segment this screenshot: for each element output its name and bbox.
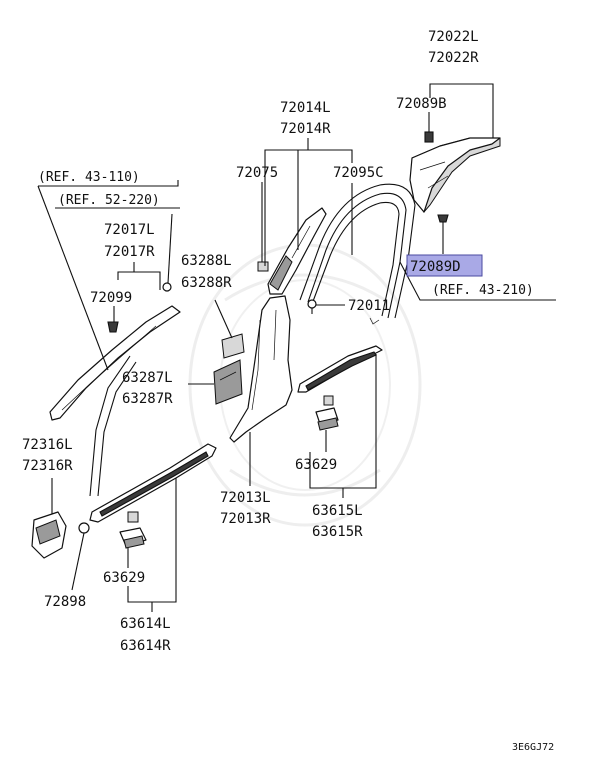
label-72898: 72898 bbox=[44, 594, 86, 610]
label-ref-52-220: (REF. 52-220) bbox=[58, 193, 160, 208]
part-63629-clip-front bbox=[119, 511, 147, 549]
label-63629-rear: 63629 bbox=[295, 457, 337, 473]
label-72017l: 72017L bbox=[104, 222, 155, 238]
label-72022r: 72022R bbox=[428, 50, 479, 66]
part-63614-scuff-plate bbox=[89, 443, 217, 523]
label-72316l: 72316L bbox=[22, 437, 73, 453]
part-63287-trim bbox=[213, 359, 243, 405]
part-72099-clip bbox=[107, 321, 119, 333]
part-63629-clip-rear bbox=[315, 395, 339, 431]
part-72316-cowl-trim bbox=[31, 511, 67, 559]
label-72089d: 72089D bbox=[410, 259, 461, 275]
part-72022-quarter-trim bbox=[409, 137, 501, 214]
part-63288-trim bbox=[221, 333, 245, 359]
part-63615-scuff-plate bbox=[297, 345, 383, 393]
label-72089b: 72089B bbox=[396, 96, 447, 112]
part-72017-clip bbox=[162, 282, 172, 292]
label-63287r: 63287R bbox=[122, 391, 173, 407]
catalog-code: 3E6GJ72 bbox=[512, 742, 554, 753]
part-72089d-clip bbox=[437, 214, 449, 232]
part-72898-fastener bbox=[78, 522, 90, 534]
part-72089b-clip bbox=[424, 124, 434, 143]
highlight-72089d bbox=[406, 254, 483, 277]
part-72013-pillar-lower bbox=[229, 295, 293, 443]
label-72075: 72075 bbox=[236, 165, 278, 181]
part-72095c-weatherstrip bbox=[299, 183, 416, 325]
label-63615l: 63615L bbox=[312, 503, 363, 519]
part-72017-front-pillar-trim bbox=[49, 305, 181, 421]
label-72014r: 72014R bbox=[280, 121, 331, 137]
leader-lines bbox=[37, 83, 556, 612]
label-63614l: 63614L bbox=[120, 616, 171, 632]
label-72022l: 72022L bbox=[428, 29, 479, 45]
label-72316r: 72316R bbox=[22, 458, 73, 474]
label-63288l: 63288L bbox=[181, 253, 232, 269]
callout-labels: 72022L 72022R 72089B 72014L 72014R 72075… bbox=[22, 29, 554, 753]
label-ref-43-210: (REF. 43-210) bbox=[432, 283, 534, 298]
label-72014l: 72014L bbox=[280, 100, 331, 116]
label-72013r: 72013R bbox=[220, 511, 271, 527]
label-63287l: 63287L bbox=[122, 370, 173, 386]
part-72014-pillar-upper bbox=[267, 207, 327, 295]
part-front-weatherstrip bbox=[89, 355, 137, 497]
part-72011-screw bbox=[307, 299, 317, 314]
label-72017r: 72017R bbox=[104, 244, 155, 260]
label-ref-43-110: (REF. 43-110) bbox=[38, 170, 140, 185]
label-63614r: 63614R bbox=[120, 638, 171, 654]
part-72075-clip bbox=[257, 261, 269, 272]
label-63629-front: 63629 bbox=[103, 570, 145, 586]
label-72013l: 72013L bbox=[220, 490, 271, 506]
label-63288r: 63288R bbox=[181, 275, 232, 291]
label-72099: 72099 bbox=[90, 290, 132, 306]
label-72095c: 72095C bbox=[333, 165, 384, 181]
label-72011: 72011 bbox=[348, 298, 390, 314]
label-63615r: 63615R bbox=[312, 524, 363, 540]
